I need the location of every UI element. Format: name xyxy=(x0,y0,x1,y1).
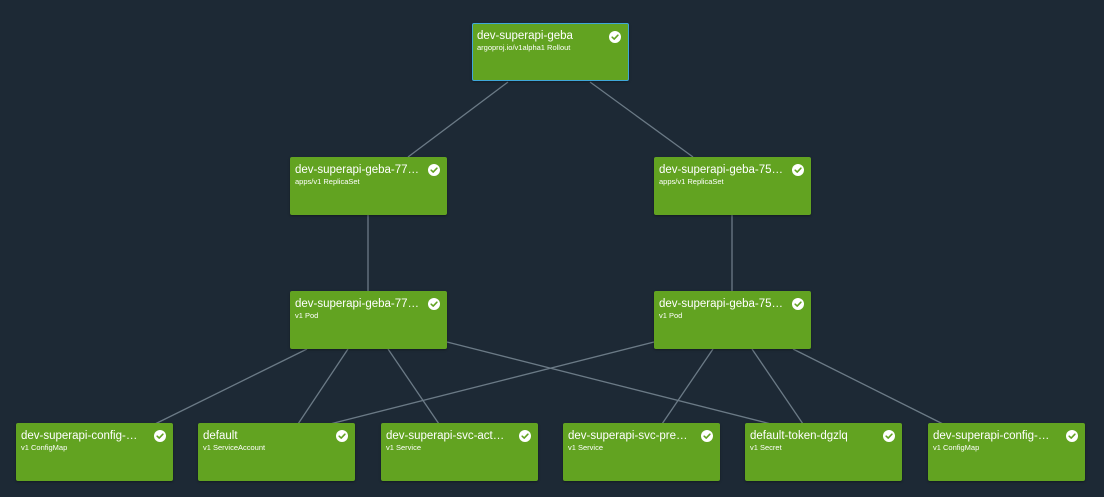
resource-kind: apps/v1 ReplicaSet xyxy=(659,177,724,186)
healthy-check-icon xyxy=(154,430,166,442)
resource-kind: v1 Service xyxy=(386,443,422,452)
resource-node-svc-pre[interactable]: dev-superapi-svc-pre…v1 Service xyxy=(563,423,720,481)
edge-pod2-to-secret xyxy=(751,348,804,425)
healthy-check-icon xyxy=(428,164,440,176)
resource-kind: v1 ConfigMap xyxy=(933,443,980,452)
healthy-check-icon xyxy=(519,430,531,442)
resource-kind: v1 Secret xyxy=(750,443,782,452)
resource-name: dev-superapi-geba-77… xyxy=(295,298,420,310)
resource-kind: v1 Pod xyxy=(295,311,319,320)
edge-pod1-to-sa xyxy=(297,348,349,425)
healthy-check-icon xyxy=(1066,430,1078,442)
resource-kind: v1 Pod xyxy=(659,311,683,320)
healthy-check-icon xyxy=(792,298,804,310)
resource-name: default-token-dgzlq xyxy=(750,430,848,442)
resource-kind: v1 Service xyxy=(568,443,604,452)
resource-kind: v1 ConfigMap xyxy=(21,443,68,452)
resource-name: dev-superapi-svc-pre… xyxy=(568,430,688,442)
resource-name: dev-superapi-geba-75… xyxy=(659,164,784,176)
healthy-check-icon xyxy=(428,298,440,310)
resource-node-pod2[interactable]: dev-superapi-geba-75…v1 Pod xyxy=(654,291,811,349)
edge-rollout-to-rs1 xyxy=(407,81,509,158)
resource-name: default xyxy=(203,430,238,442)
resource-name: dev-superapi-geba xyxy=(477,30,573,42)
edge-pod2-to-cm2 xyxy=(792,348,944,425)
edge-pod1-to-svc-act xyxy=(387,348,440,425)
resource-name: dev-superapi-svc-act… xyxy=(386,430,505,442)
healthy-check-icon xyxy=(701,430,713,442)
resource-kind: v1 ServiceAccount xyxy=(203,443,266,452)
resource-node-rs2[interactable]: dev-superapi-geba-75…apps/v1 ReplicaSet xyxy=(654,157,811,215)
resource-name: dev-superapi-config-… xyxy=(933,430,1050,442)
edge-pod2-to-sa xyxy=(329,341,655,425)
resource-node-cm2[interactable]: dev-superapi-config-…v1 ConfigMap xyxy=(928,423,1085,481)
edge-pod1-to-secret xyxy=(446,341,772,425)
healthy-check-icon xyxy=(336,430,348,442)
resource-name: dev-superapi-config-… xyxy=(21,430,138,442)
resource-node-pod1[interactable]: dev-superapi-geba-77…v1 Pod xyxy=(290,291,447,349)
resource-node-svc-act[interactable]: dev-superapi-svc-act…v1 Service xyxy=(381,423,538,481)
resource-kind: argoproj.io/v1alpha1 Rollout xyxy=(477,43,571,52)
healthy-check-icon xyxy=(883,430,895,442)
resource-node-rs1[interactable]: dev-superapi-geba-77…apps/v1 ReplicaSet xyxy=(290,157,447,215)
resource-kind: apps/v1 ReplicaSet xyxy=(295,177,360,186)
edge-pod1-to-cm1 xyxy=(154,348,308,425)
resource-node-cm1[interactable]: dev-superapi-config-…v1 ConfigMap xyxy=(16,423,173,481)
edge-rollout-to-rs2 xyxy=(589,81,694,158)
healthy-check-icon xyxy=(792,164,804,176)
resource-name: dev-superapi-geba-77… xyxy=(295,164,420,176)
edge-pod2-to-svc-pre xyxy=(661,348,714,425)
resource-name: dev-superapi-geba-75… xyxy=(659,298,784,310)
healthy-check-icon xyxy=(609,31,621,43)
